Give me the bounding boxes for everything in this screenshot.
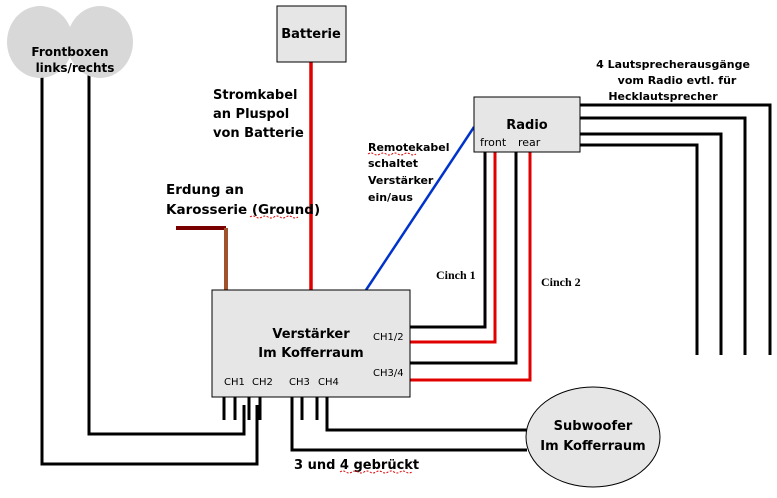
front-speakers: Frontboxen links/rechts	[7, 6, 133, 78]
amplifier: Verstärker Im Kofferraum CH1/2 CH3/4 CH1…	[211, 289, 411, 420]
amplifier-ch34-label: CH3/4	[373, 368, 404, 379]
amplifier-ch3-label: CH3	[289, 377, 310, 388]
front-speaker-wire-ch2	[87, 75, 246, 436]
cinch1-label: Cinch 1	[436, 268, 476, 282]
amplifier-ch2-label: CH2	[252, 377, 273, 388]
radio-box	[473, 96, 581, 153]
remote-label-line1: Remotekabel	[368, 141, 450, 154]
amplifier-ch1-label: CH1	[224, 377, 245, 388]
front-speaker-left-icon	[7, 6, 73, 78]
subwoofer: Subwoofer Im Kofferraum	[525, 386, 661, 488]
front-speakers-label-line2: links/rechts	[36, 61, 115, 75]
amplifier-terminals	[222, 397, 329, 420]
amplifier-label-line2: Im Kofferraum	[258, 346, 363, 361]
front-speaker-right-icon	[67, 6, 133, 78]
remote-label-line3: Verstärker	[368, 174, 434, 187]
rear-outputs-label-line1: 4 Lautsprecherausgänge	[596, 58, 750, 71]
cinch2-label: Cinch 2	[541, 275, 581, 289]
radio: Radio front rear	[473, 96, 581, 153]
power-cable-label-line2: an Pluspol	[213, 107, 289, 122]
subwoofer-label-line2: Im Kofferraum	[540, 439, 645, 454]
amplifier-ch4-label: CH4	[318, 377, 339, 388]
rear-output-2	[580, 116, 747, 355]
battery-label: Batterie	[281, 27, 341, 42]
amplifier-ch12-label: CH1/2	[373, 332, 404, 343]
wires	[40, 62, 772, 466]
front-speakers-label-line1: Frontboxen	[31, 45, 108, 59]
subwoofer-icon	[525, 386, 661, 488]
ground-label-line2: Karosserie (Ground)	[166, 202, 320, 218]
power-cable-label-line3: von Batterie	[213, 126, 304, 141]
subwoofer-wire-ch4	[325, 405, 527, 432]
subwoofer-label-line1: Subwoofer	[554, 419, 633, 434]
radio-front-label: front	[480, 136, 507, 149]
power-cable-label: Stromkabel an Pluspol von Batterie	[213, 88, 304, 141]
rear-outputs-label: 4 Lautsprecherausgänge vom Radio evtl. f…	[596, 58, 750, 103]
cinch1-wire-a	[410, 150, 487, 329]
battery-box	[276, 5, 347, 63]
rear-outputs-label-line2: vom Radio evtl. für	[618, 74, 737, 87]
remote-label: Remotekabel schaltet Verstärker ein/aus	[367, 141, 450, 204]
spellcheck-underline	[339, 470, 413, 474]
remote-label-line4: ein/aus	[368, 191, 413, 204]
remote-label-line2: schaltet	[368, 157, 418, 170]
bridged-label: 3 und 4 gebrückt	[294, 458, 419, 473]
radio-rear-label: rear	[518, 136, 541, 149]
front-speaker-wire-ch1	[40, 75, 259, 466]
rear-output-4	[580, 143, 699, 355]
power-cable-label-line1: Stromkabel	[213, 88, 297, 103]
spellcheck-underline	[249, 215, 299, 219]
ground-label: Erdung an Karosserie (Ground)	[166, 182, 320, 219]
rear-output-1	[580, 103, 772, 355]
rear-outputs-label-line3: Hecklautsprecher	[608, 90, 718, 103]
amplifier-label-line1: Verstärker	[272, 327, 350, 342]
amplifier-box	[211, 289, 411, 398]
remote-cable	[364, 126, 476, 291]
cinch1-wire-b	[410, 150, 497, 344]
cinch2-wire-b	[410, 150, 532, 382]
battery: Batterie	[276, 5, 347, 63]
radio-title: Radio	[506, 118, 548, 133]
spellcheck-underline	[367, 152, 417, 156]
cinch2-wire-a	[410, 150, 518, 365]
rear-output-3	[580, 132, 723, 355]
ground-label-line1: Erdung an	[166, 182, 244, 198]
